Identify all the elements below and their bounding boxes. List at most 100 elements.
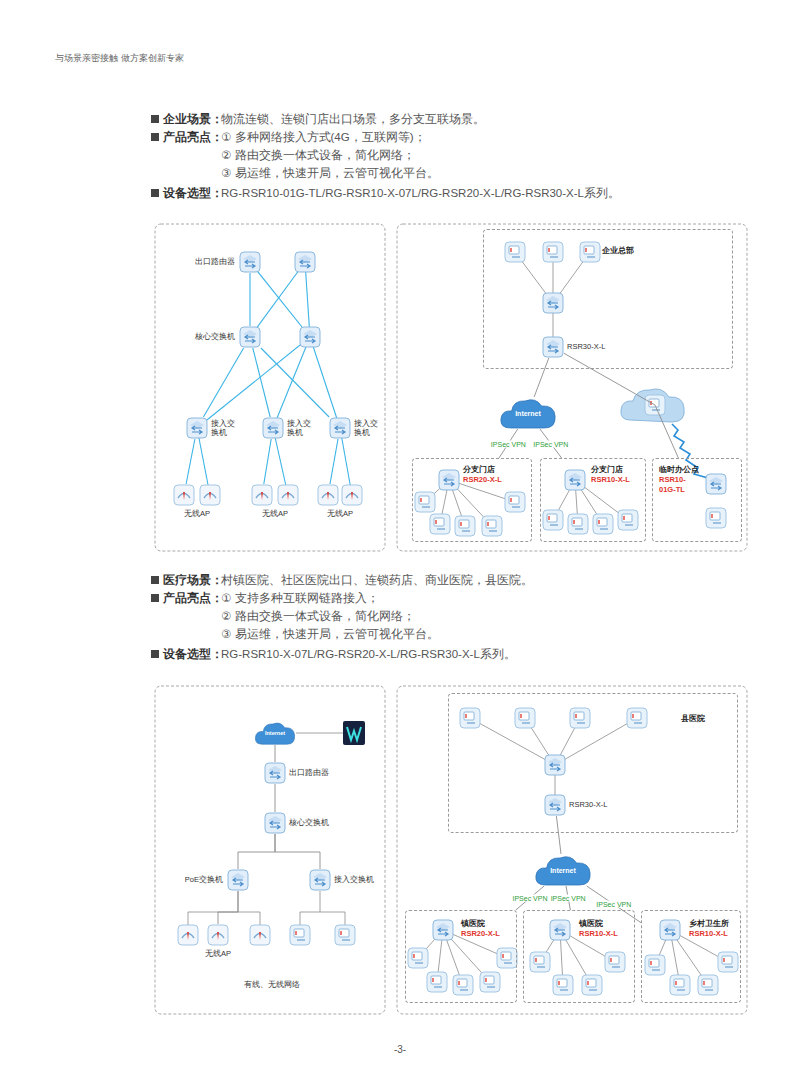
ap-icon xyxy=(200,485,220,505)
ap-icon xyxy=(250,925,270,945)
connector xyxy=(275,745,276,762)
device-icon xyxy=(543,337,563,357)
page-label: 物流连锁、连锁门店出口场景，多分支互联场景。 xyxy=(221,112,485,127)
bullet-square xyxy=(151,650,159,658)
device-icon xyxy=(227,869,249,891)
cloud-label: Internet xyxy=(534,867,592,874)
internet-cloud: Internet xyxy=(499,397,557,429)
device-icon xyxy=(265,813,285,833)
box-title: 分支门店 xyxy=(463,465,502,475)
pc-icon xyxy=(290,925,310,945)
bullet-square xyxy=(151,133,159,141)
network-device: RSR30-X-L xyxy=(544,794,566,816)
page-label: ③ 易运维，快速开局，云管可视化平台。 xyxy=(221,627,439,642)
wire xyxy=(250,262,305,337)
pc-icon xyxy=(515,708,535,728)
device-icon xyxy=(264,812,286,834)
pc-icon xyxy=(543,242,563,262)
cloud-shape xyxy=(621,389,684,422)
dev-icon xyxy=(295,252,315,272)
cloud-logo-mark xyxy=(347,727,361,740)
dev-icon xyxy=(543,293,563,313)
page-label: -3- xyxy=(394,1044,406,1055)
wire xyxy=(555,718,637,765)
connector xyxy=(186,439,195,484)
panel-frame xyxy=(155,686,385,1014)
network-device: 核心交换机 xyxy=(264,812,286,834)
edge-label: IPSec VPN xyxy=(549,895,588,902)
device-label: 接入交换机 xyxy=(334,875,374,884)
device-label: 核心交换机 xyxy=(195,332,235,341)
connector xyxy=(203,348,243,417)
device-icon xyxy=(174,485,194,505)
group-box: 乡村卫生所RSR10-X-L xyxy=(641,910,741,1003)
device-icon xyxy=(265,763,285,783)
box-text: 乡村卫生所RSR10-X-L xyxy=(689,919,729,939)
connector xyxy=(218,891,238,924)
page-label: 设备选型： xyxy=(163,647,223,662)
device-icon xyxy=(544,794,566,816)
internet-cloud: Internet xyxy=(534,854,592,886)
page-label: ② 路由交换一体式设备，简化网络； xyxy=(221,609,415,624)
edge-label: IPSec VPN xyxy=(489,440,528,447)
network-device: 接入交换机 xyxy=(309,869,331,891)
page-label: ② 路由交换一体式设备，简化网络； xyxy=(221,148,415,163)
edge-label: IPSec VPN xyxy=(531,440,570,447)
device-icon xyxy=(329,417,351,439)
wire xyxy=(296,733,343,734)
pc-icon xyxy=(568,514,588,534)
page-label: 企业场景： xyxy=(163,112,223,127)
device-label: 出口路由器 xyxy=(195,257,235,266)
device-icon xyxy=(251,484,273,506)
bullet-square xyxy=(151,576,159,584)
edge-label: IPSec VPN xyxy=(594,901,633,908)
access-point: 无线AP xyxy=(251,484,273,506)
page-label: RG-RSR10-01G-TL/RG-RSR10-X-07L/RG-RSR20-… xyxy=(221,186,620,201)
connector xyxy=(249,273,250,326)
box-title: 镇医院 xyxy=(461,919,500,929)
dev-icon xyxy=(433,920,453,940)
wire xyxy=(305,262,310,337)
group-box: 镇医院RSR20-X-L xyxy=(405,910,517,1003)
pc-icon xyxy=(553,975,573,995)
device-icon xyxy=(262,417,284,439)
panel-frame xyxy=(397,686,747,1014)
connector xyxy=(264,439,271,484)
device-label: RSR30-X-L xyxy=(567,342,605,351)
page-label: 产品亮点： xyxy=(163,591,223,606)
connector xyxy=(534,358,549,397)
connector xyxy=(556,816,561,854)
bullet-square xyxy=(151,594,159,602)
device-icon xyxy=(186,417,208,439)
device-icon xyxy=(545,795,565,815)
device-label: 出口路由器 xyxy=(289,768,329,777)
pc-icon xyxy=(718,952,738,972)
box-title: 镇医院 xyxy=(579,919,618,929)
box-title: 分支门店 xyxy=(591,465,630,475)
page-label: ③ 易运维，快速开局，云管可视化平台。 xyxy=(221,166,439,181)
access-point: 无线AP xyxy=(317,484,339,506)
pc-icon xyxy=(627,708,647,728)
box-text: 分支门店RSR10-X-L xyxy=(591,465,630,485)
box-text: 分支门店RSR20-X-L xyxy=(463,465,502,485)
device-label: RSR30-X-L xyxy=(569,800,607,809)
box-text: 镇医院RSR10-X-L xyxy=(579,919,618,939)
device-icon xyxy=(173,484,195,506)
device-icon xyxy=(187,418,207,438)
model-name: RSR10-01G-TL xyxy=(659,475,699,495)
cloud-label: Internet xyxy=(254,730,296,736)
network-device: 核心交换机 xyxy=(239,326,261,348)
wire xyxy=(300,912,345,913)
access-point: 无线AP xyxy=(173,484,195,506)
bullet-square xyxy=(151,115,159,123)
pc-icon xyxy=(580,242,600,262)
wire xyxy=(250,262,310,337)
page-label: 有线、无线网络 xyxy=(244,980,300,990)
pc-icon xyxy=(408,948,428,968)
group-box: 企业总部RSR30-X-L xyxy=(483,229,733,369)
group-box: 分支门店RSR10-X-L xyxy=(540,458,646,542)
device-label: 无线AP xyxy=(327,509,353,518)
pc-icon xyxy=(582,975,602,995)
pc-icon xyxy=(482,516,502,536)
device-icon xyxy=(330,418,350,438)
